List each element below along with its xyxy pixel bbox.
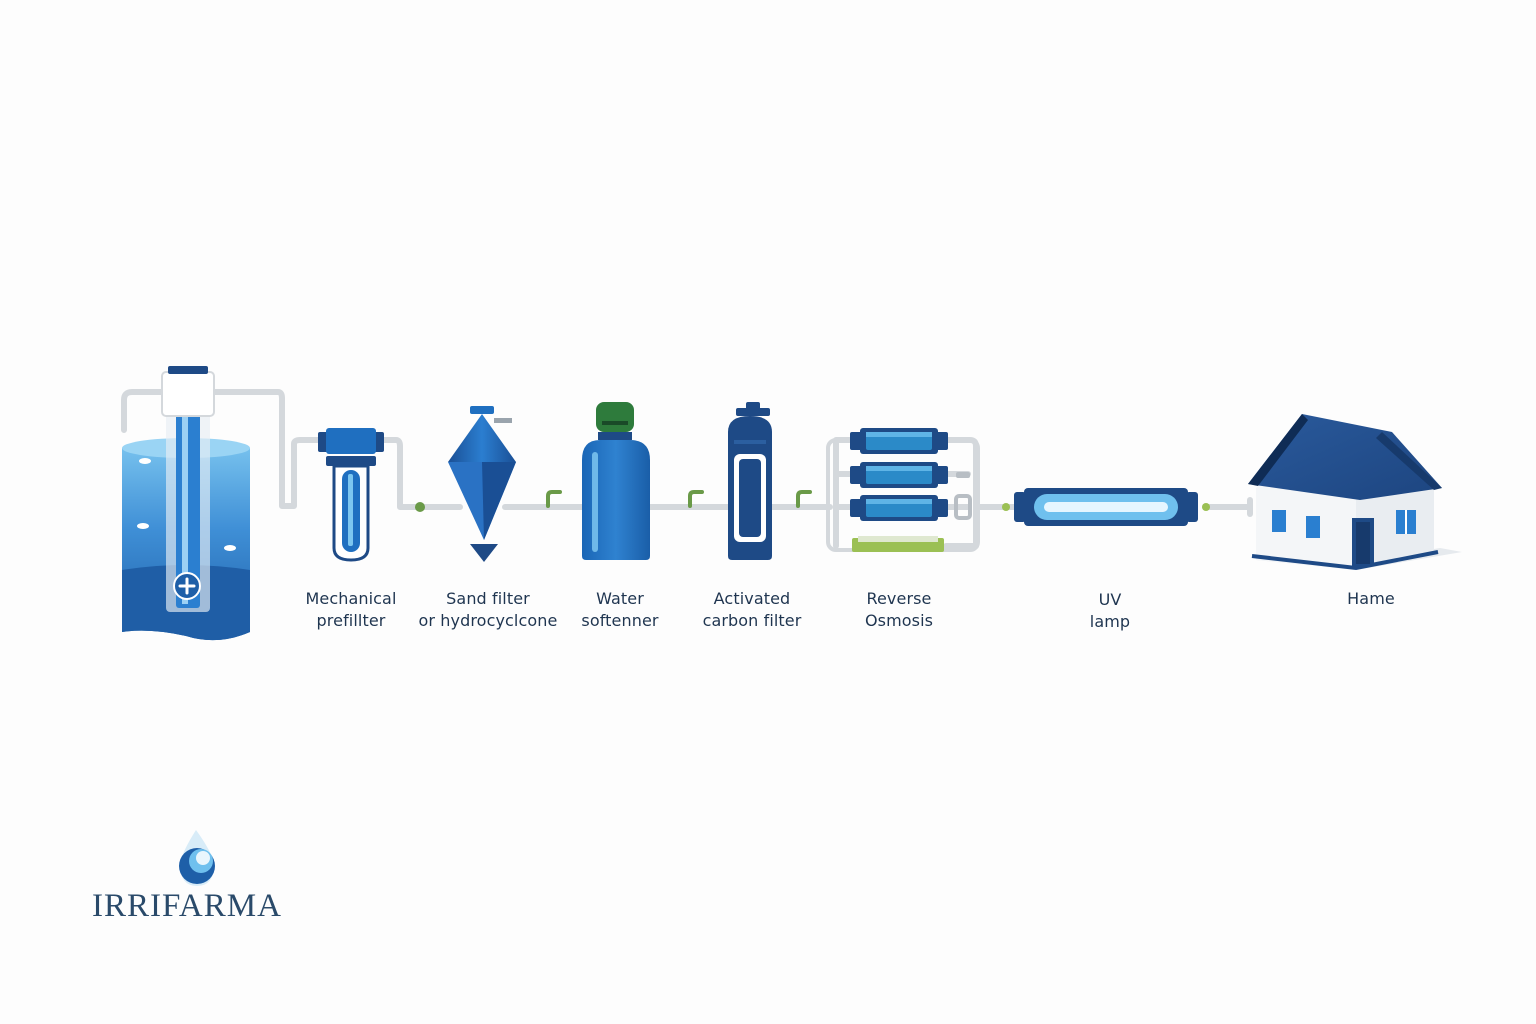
brand-logo-icon (179, 830, 215, 886)
pipe-connectors (415, 490, 1210, 512)
label-home: Hame (1347, 589, 1395, 608)
hydrocyclone-icon (448, 406, 516, 562)
reverse-osmosis-icon (826, 428, 980, 552)
house-icon (1248, 414, 1462, 571)
well-icon (122, 366, 250, 641)
water-softener-icon (582, 402, 650, 560)
mechanical-prefilter-icon (318, 428, 384, 562)
brand-name: IRRIFARMA (92, 888, 282, 924)
carbon-filter-icon (728, 402, 772, 560)
uv-lamp-icon (1014, 488, 1198, 526)
